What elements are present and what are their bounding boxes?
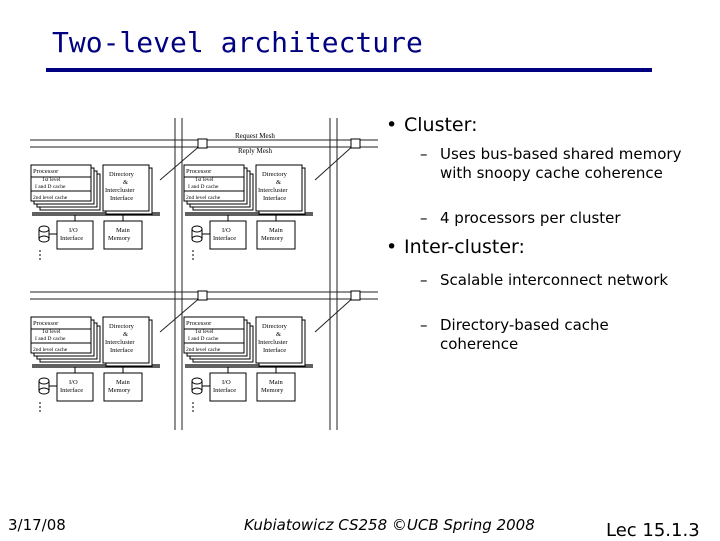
processor-label: Processor [33, 168, 59, 175]
memory-label: Main [269, 227, 283, 234]
bullet-dot: • [386, 236, 398, 258]
directory-label: Interface [110, 347, 133, 354]
directory-label: Intercluster [258, 187, 288, 194]
directory-label: Directory [262, 171, 288, 178]
io-label: I/O [222, 227, 231, 234]
l2-cache-label: 2nd level cache [33, 347, 68, 353]
sub-bullet-text: Scalable interconnect network [440, 271, 669, 289]
bullet-text: Inter-cluster: [404, 236, 525, 258]
l1-cache-label: 1st level [195, 177, 214, 183]
dash-marker: – [420, 209, 428, 227]
l2-cache-label: 2nd level cache [186, 347, 221, 353]
io-label: I/O [69, 379, 78, 386]
l1-cache-label: 1st level [195, 329, 214, 335]
dash-marker: – [420, 145, 428, 163]
io-label: I/O [69, 227, 78, 234]
directory-label: & [123, 331, 128, 338]
memory-label: Memory [261, 235, 284, 242]
title-underline [46, 68, 652, 72]
processor-label: Processor [186, 320, 212, 327]
sub-bullet: – Scalable interconnect network [420, 271, 690, 290]
memory-label: Memory [261, 387, 284, 394]
l1-cache-label: I and D cache [35, 336, 66, 342]
l2-cache-label: 2nd level cache [33, 195, 68, 201]
slide-title: Two-level architecture [52, 26, 423, 59]
footer-lecture-number: Lec 15.1.3 [606, 520, 700, 541]
directory-label: Intercluster [105, 339, 135, 346]
dash-marker: – [420, 271, 428, 289]
io-label: Interface [213, 387, 236, 394]
bullet-dot: • [386, 114, 398, 136]
directory-label: & [276, 331, 281, 338]
directory-label: Interface [110, 195, 133, 202]
directory-label: Intercluster [105, 187, 135, 194]
bullet-inter-cluster: • Inter-cluster: [386, 236, 525, 258]
sub-bullet: – Directory-based cache coherence [420, 316, 690, 354]
bullet-cluster: • Cluster: [386, 114, 478, 136]
bullet-text: Cluster: [404, 114, 478, 136]
dash-marker: – [420, 316, 428, 334]
directory-label: Directory [109, 323, 135, 330]
memory-label: Main [116, 227, 130, 234]
processor-label: Processor [186, 168, 212, 175]
sub-bullet-text: 4 processors per cluster [440, 209, 621, 227]
io-label: Interface [213, 235, 236, 242]
directory-label: Interface [263, 195, 286, 202]
io-label: Interface [60, 387, 83, 394]
l2-cache-label: 2nd level cache [186, 195, 221, 201]
reply-mesh-label: Reply Mesh [238, 147, 273, 155]
io-label: Interface [60, 235, 83, 242]
sub-bullet: – 4 processors per cluster [420, 209, 690, 228]
l1-cache-label: I and D cache [35, 184, 66, 190]
router-node [350, 138, 361, 149]
router-node [197, 138, 208, 149]
l1-cache-label: 1st level [42, 329, 61, 335]
directory-label: & [123, 179, 128, 186]
footer-date: 3/17/08 [8, 516, 66, 534]
l1-cache-label: I and D cache [188, 184, 219, 190]
processor-label: Processor [33, 320, 59, 327]
memory-label: Main [269, 379, 283, 386]
directory-label: Directory [109, 171, 135, 178]
directory-label: Intercluster [258, 339, 288, 346]
memory-label: Memory [108, 387, 131, 394]
memory-label: Memory [108, 235, 131, 242]
io-label: I/O [222, 379, 231, 386]
sub-bullet: – Uses bus-based shared memory with snoo… [420, 145, 690, 183]
l1-cache-label: I and D cache [188, 336, 219, 342]
architecture-diagram: Request Mesh Reply Mesh [30, 118, 378, 430]
memory-label: Main [116, 379, 130, 386]
directory-label: Directory [262, 323, 288, 330]
directory-label: Interface [263, 347, 286, 354]
directory-label: & [276, 179, 281, 186]
sub-bullet-text: Uses bus-based shared memory with snoopy… [440, 145, 682, 182]
request-mesh-label: Request Mesh [235, 132, 275, 140]
l1-cache-label: 1st level [42, 177, 61, 183]
router-node [197, 290, 208, 301]
router-node [350, 290, 361, 301]
sub-bullet-text: Directory-based cache coherence [440, 316, 609, 353]
footer-course: Kubiatowicz CS258 ©UCB Spring 2008 [244, 516, 535, 534]
